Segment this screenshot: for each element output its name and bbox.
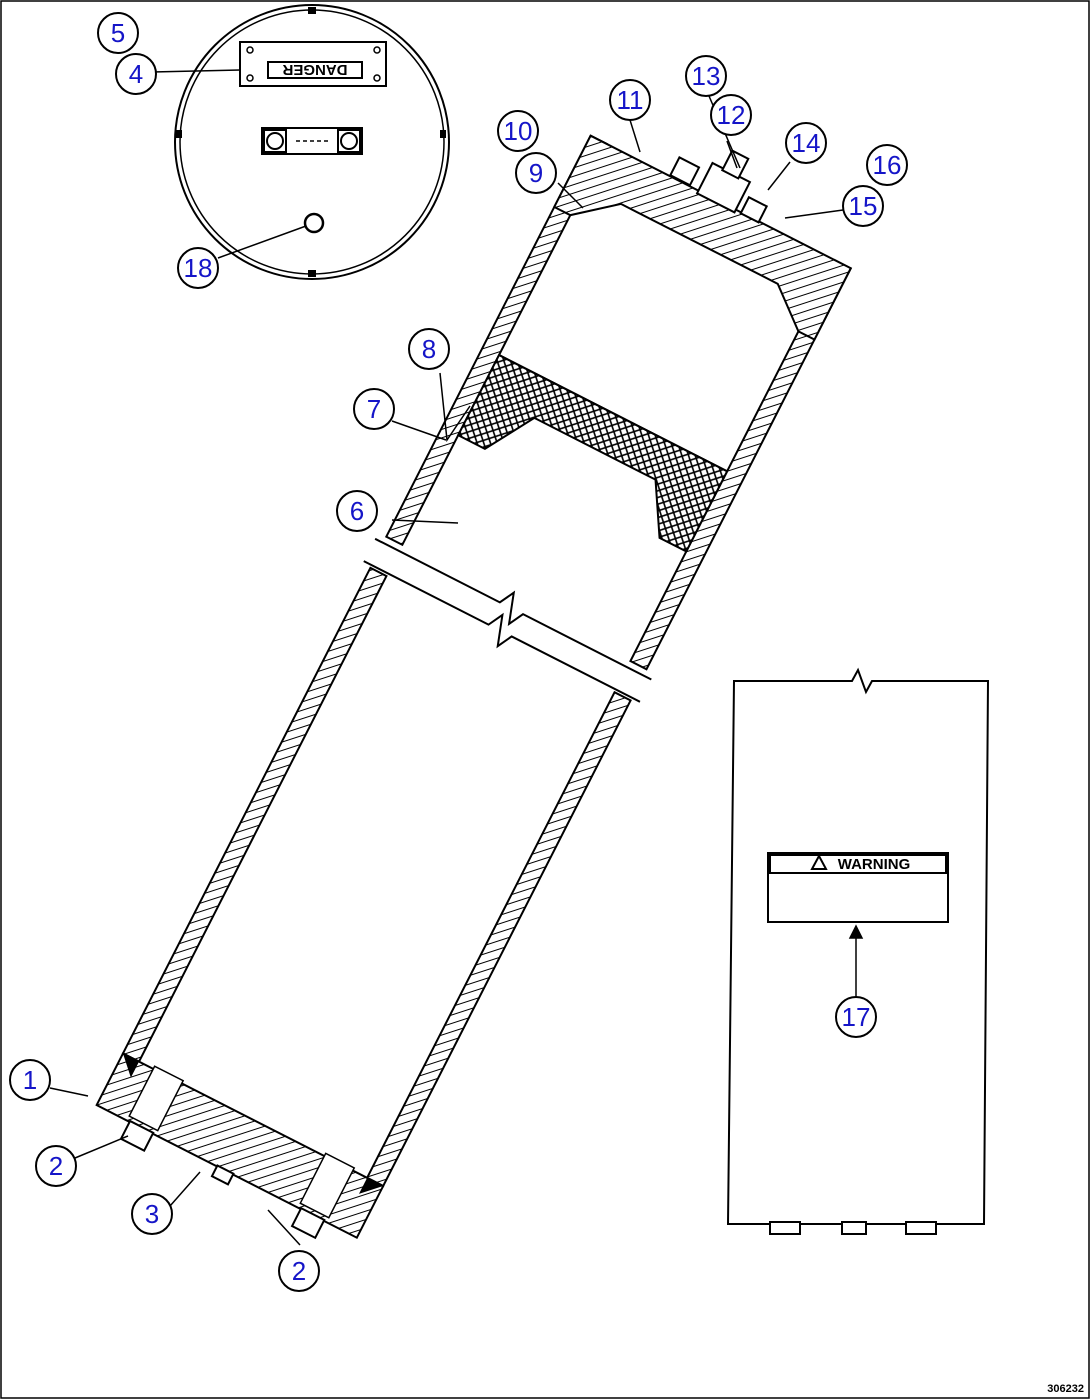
svg-text:13: 13 bbox=[692, 61, 721, 91]
svg-text:16: 16 bbox=[873, 150, 902, 180]
svg-text:15: 15 bbox=[849, 191, 878, 221]
svg-text:1: 1 bbox=[23, 1065, 37, 1095]
center-plug bbox=[210, 1164, 235, 1186]
callout-2-right: 2 bbox=[278, 1250, 320, 1292]
callout-7: 7 bbox=[353, 388, 395, 430]
svg-text:8: 8 bbox=[422, 334, 436, 364]
callout-15: 15 bbox=[842, 185, 884, 227]
svg-text:18: 18 bbox=[184, 253, 213, 283]
svg-text:14: 14 bbox=[792, 128, 821, 158]
leader-lines bbox=[49, 69, 864, 1246]
svg-text:2: 2 bbox=[49, 1151, 63, 1181]
cylinder-section bbox=[95, 134, 853, 1240]
callout-16: 16 bbox=[866, 144, 908, 186]
callout-4: 4 bbox=[115, 53, 157, 95]
callout-2-left: 2 bbox=[35, 1145, 77, 1187]
danger-decal: DANGER bbox=[239, 41, 387, 87]
lower-wall-left bbox=[121, 566, 388, 1063]
svg-text:9: 9 bbox=[529, 158, 543, 188]
callout-14: 14 bbox=[785, 122, 827, 164]
svg-text:2: 2 bbox=[292, 1256, 306, 1286]
port-fitting-left bbox=[119, 1119, 155, 1152]
break-line-top bbox=[374, 537, 652, 681]
callout-12: 12 bbox=[710, 94, 752, 136]
callout-5: 5 bbox=[97, 12, 139, 54]
danger-label: DANGER bbox=[282, 61, 347, 78]
callout-3: 3 bbox=[131, 1193, 173, 1235]
svg-text:12: 12 bbox=[717, 100, 746, 130]
warning-decal: WARNING bbox=[767, 852, 949, 923]
callout-10: 10 bbox=[497, 110, 539, 152]
end-cap-view: DANGER bbox=[174, 4, 450, 280]
callout-13: 13 bbox=[685, 55, 727, 97]
svg-text:10: 10 bbox=[504, 116, 533, 146]
drain-plug bbox=[303, 212, 325, 234]
svg-text:5: 5 bbox=[111, 18, 125, 48]
top-cap bbox=[552, 134, 853, 341]
svg-text:11: 11 bbox=[617, 85, 644, 115]
side-view: WARNING bbox=[726, 667, 990, 1235]
piston bbox=[456, 353, 729, 553]
svg-text:4: 4 bbox=[129, 59, 143, 89]
svg-text:3: 3 bbox=[145, 1199, 159, 1229]
callout-18: 18 bbox=[177, 247, 219, 289]
svg-text:7: 7 bbox=[367, 394, 381, 424]
callout-8: 8 bbox=[408, 328, 450, 370]
callout-11: 11 bbox=[609, 79, 651, 121]
callout-9: 9 bbox=[515, 152, 557, 194]
svg-text:17: 17 bbox=[842, 1002, 871, 1032]
svg-text:6: 6 bbox=[350, 496, 364, 526]
port-fitting-right bbox=[290, 1206, 326, 1240]
lower-wall-right bbox=[365, 690, 632, 1188]
break-line-bottom bbox=[363, 560, 641, 703]
warning-label: WARNING bbox=[838, 856, 911, 873]
latch-assembly bbox=[261, 127, 363, 155]
callout-17: 17 bbox=[835, 996, 877, 1038]
callout-1: 1 bbox=[9, 1059, 51, 1101]
callout-6: 6 bbox=[336, 490, 378, 532]
figure-reference: 306232 bbox=[1047, 1383, 1084, 1395]
